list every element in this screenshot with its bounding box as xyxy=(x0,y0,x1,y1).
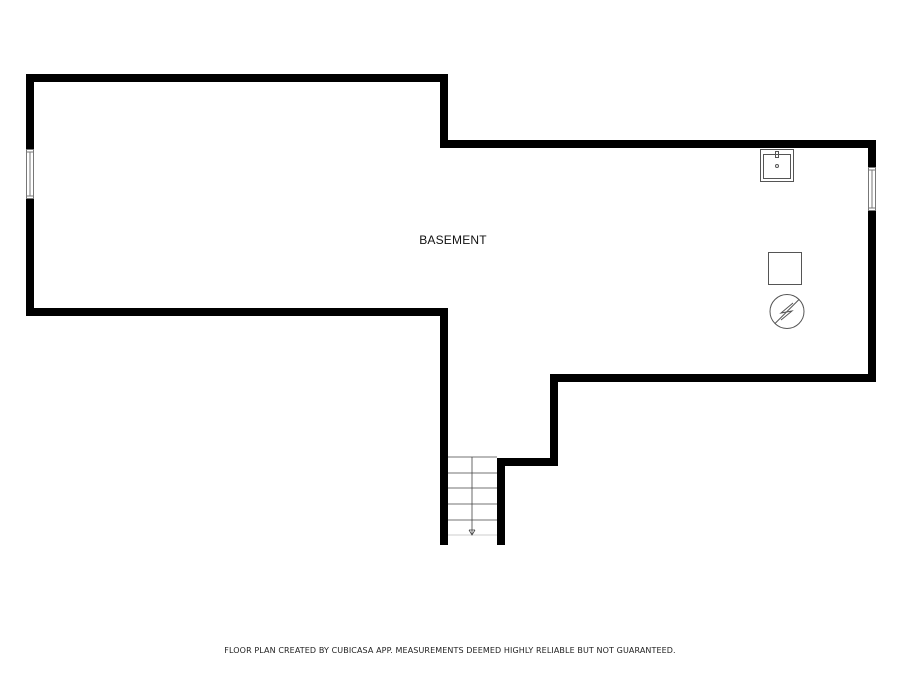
stairs-icon xyxy=(448,456,497,536)
wall-stair-left xyxy=(440,308,448,545)
wall-bottom-right xyxy=(550,374,876,382)
wall-left-upper xyxy=(26,74,34,149)
wall-step-vertical xyxy=(550,374,558,466)
room-label-basement: BASEMENT xyxy=(419,233,487,247)
sink-icon xyxy=(760,149,794,182)
wall-right-upper xyxy=(868,140,876,167)
square-appliance-icon xyxy=(768,252,802,285)
wall-bottom-left xyxy=(26,308,448,316)
walls xyxy=(26,74,876,545)
wall-stair-right xyxy=(497,458,505,545)
wall-notch-vertical xyxy=(440,74,448,148)
wall-right-lower xyxy=(868,211,876,382)
wall-top-left xyxy=(26,74,448,82)
water-heater-icon xyxy=(769,294,805,329)
wall-left-lower xyxy=(26,199,34,316)
window-right xyxy=(868,167,876,211)
footer-disclaimer: FLOOR PLAN CREATED BY CUBICASA APP. MEAS… xyxy=(224,646,676,655)
wall-top-right xyxy=(440,140,876,148)
wall-step-horizontal xyxy=(497,458,558,466)
window-left xyxy=(26,149,34,199)
